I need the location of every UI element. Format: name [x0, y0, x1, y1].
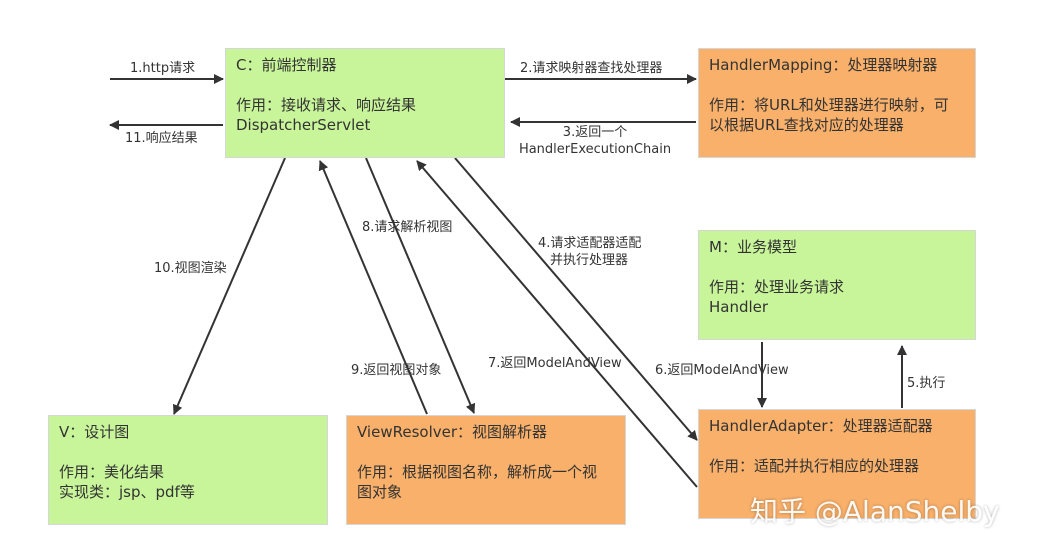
arrow-9-return-view — [318, 160, 428, 415]
label-3-line-1: 3.返回一个 — [562, 125, 628, 140]
view-resolver-title: ViewResolver：视图解析器 — [357, 423, 548, 441]
label-1-http-request: 1.http请求 — [130, 61, 196, 76]
handler-mapping-line-2: 以根据URL查找对应的处理器 — [709, 116, 904, 134]
view-resolver-line-2: 图对象 — [357, 483, 403, 501]
label-8-resolve-view: 8.请求解析视图 — [362, 220, 453, 235]
arrow-8-resolve-view — [365, 157, 476, 414]
view-resolver-line-1: 作用：根据视图名称，解析成一个视 — [357, 463, 598, 481]
model-line-1: 作用：处理业务请求 — [709, 278, 845, 296]
controller-line-2: DispatcherServlet — [236, 116, 371, 134]
handler-mapping-box: HandlerMapping：处理器映射器 作用：将URL和处理器进行映射，可 … — [698, 48, 976, 158]
arrow-4-request-adapter — [454, 157, 698, 441]
view-line-2: 实现类：jsp、pdf等 — [59, 483, 195, 501]
controller-line-1: 作用：接收请求、响应结果 — [236, 96, 417, 114]
label-5-execute: 5.执行 — [907, 376, 946, 391]
handler-adapter-title: HandlerAdapter：处理器适配器 — [709, 417, 933, 435]
label-10-render-view: 10.视图渲染 — [154, 261, 227, 276]
label-2-find-handler: 2.请求映射器查找处理器 — [520, 61, 663, 76]
model-title: M：业务模型 — [709, 238, 797, 256]
view-title: V：设计图 — [59, 423, 130, 441]
model-line-2: Handler — [709, 298, 769, 316]
label-7-return-mav: 7.返回ModelAndView — [488, 356, 622, 371]
label-6-return-mav: 6.返回ModelAndView — [655, 363, 789, 378]
handler-mapping-title: HandlerMapping：处理器映射器 — [709, 56, 938, 74]
arrow-10-render-view — [172, 157, 286, 415]
view-line-1: 作用：美化结果 — [59, 463, 165, 481]
handler-adapter-line-1: 作用：适配并执行相应的处理器 — [709, 457, 920, 475]
controller-title: C：前端控制器 — [236, 56, 337, 74]
label-9-return-view: 9.返回视图对象 — [351, 363, 442, 378]
label-11-response: 11.响应结果 — [125, 131, 198, 146]
view-box: V：设计图 作用：美化结果 实现类：jsp、pdf等 — [48, 415, 328, 525]
label-3-line-2: HandlerExecutionChain — [518, 142, 672, 157]
label-4-line-1: 4.请求适配器适配 — [538, 236, 642, 251]
zhihu-watermark: 知乎 @AlanShelby — [750, 495, 1000, 528]
label-4-request-adapter: 4.请求适配器适配 并执行处理器 — [538, 235, 641, 269]
model-box: M：业务模型 作用：处理业务请求 Handler — [698, 230, 976, 340]
label-3-return-chain: 3.返回一个 HandlerExecutionChain — [515, 124, 675, 158]
arrow-7-return-mav — [416, 160, 698, 488]
handler-mapping-line-1: 作用：将URL和处理器进行映射，可 — [709, 96, 949, 114]
controller-box: C：前端控制器 作用：接收请求、响应结果 DispatcherServlet — [225, 48, 505, 158]
label-4-line-2: 并执行处理器 — [550, 253, 629, 268]
handler-adapter-box: HandlerAdapter：处理器适配器 作用：适配并执行相应的处理器 — [698, 409, 976, 519]
view-resolver-box: ViewResolver：视图解析器 作用：根据视图名称，解析成一个视 图对象 — [346, 415, 626, 525]
